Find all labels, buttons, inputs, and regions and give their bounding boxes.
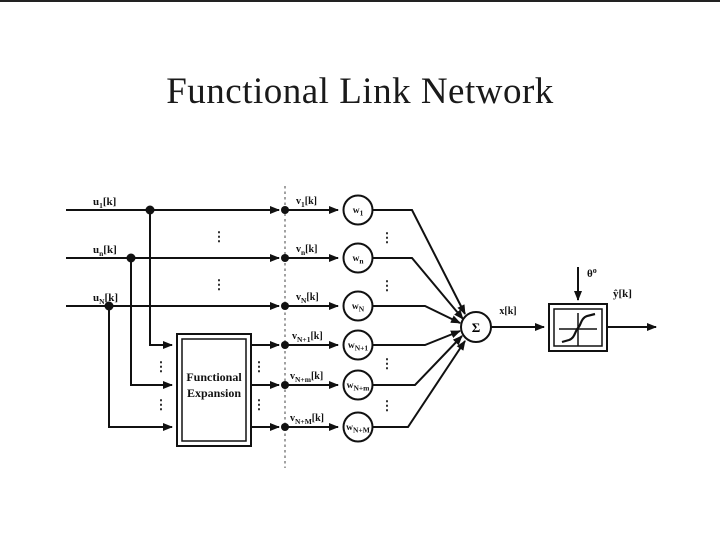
ellipsis-group: ⋮ ⋮ ⋮ ⋮ ⋮ ⋮ ⋮ ⋮ ⋮ ⋮	[155, 229, 394, 413]
weight-label-4: wN+1	[348, 341, 369, 353]
junction-dot	[145, 205, 155, 215]
weight-nodes	[342, 194, 374, 443]
summation-label: Σ	[472, 320, 481, 335]
ellipsis-dots: ⋮	[213, 229, 226, 244]
ellipsis-dots: ⋮	[381, 356, 394, 371]
weight-label-1: w1	[353, 206, 364, 218]
branch-wire-2	[130, 258, 173, 389]
signal-wires	[285, 206, 339, 431]
bias-label: θo	[587, 266, 597, 280]
ellipsis-dots: ⋮	[381, 398, 394, 413]
branch-wire-1	[149, 210, 173, 349]
functional-expansion-block: Functional Expansion	[176, 333, 252, 447]
sum-connector-3	[372, 305, 461, 324]
sum-connector-6	[372, 340, 466, 428]
input-label-2: un[k]	[93, 244, 117, 258]
junction-dot	[126, 253, 136, 263]
slide-title: Functional Link Network	[166, 71, 554, 112]
weight-label-3: wN	[352, 302, 365, 314]
signal-label-3: vN[k]	[296, 292, 319, 305]
expansion-box-label-line1: Functional	[186, 370, 242, 384]
signal-label-6: vN+M[k]	[290, 413, 324, 426]
weight-label-5: wN+m	[347, 381, 371, 393]
ellipsis-dots: ⋮	[213, 277, 226, 292]
expansion-box-inner	[181, 338, 247, 442]
output-label: ŷ[k]	[613, 288, 632, 300]
signal-label-5: vN+m[k]	[290, 371, 323, 384]
sum-connector-2	[372, 257, 464, 320]
branch-wire-3	[108, 306, 173, 431]
expansion-box-outer	[176, 333, 252, 447]
input-label-1: u1[k]	[93, 196, 116, 210]
signal-label-1: v1[k]	[296, 196, 317, 209]
ellipsis-dots: ⋮	[381, 278, 394, 293]
ellipsis-dots: ⋮	[253, 397, 266, 412]
activation-function-block	[548, 303, 608, 352]
sum-connector-4	[372, 330, 461, 346]
input-wires	[66, 206, 280, 310]
ellipsis-dots: ⋮	[381, 230, 394, 245]
signal-label-4: vN+1[k]	[292, 331, 323, 344]
sigmoid-curve-icon	[561, 312, 596, 344]
expansion-box-label-line2: Expansion	[187, 386, 241, 400]
sum-connector-1	[372, 209, 466, 315]
slide-top-border	[0, 0, 720, 2]
junction-dot	[104, 301, 114, 311]
sum-output-label: x[k]	[499, 306, 516, 317]
expansion-output-wires	[251, 341, 280, 431]
branch-wires	[108, 210, 173, 431]
sum-connectors	[372, 209, 466, 428]
input-label-3: uN[k]	[93, 292, 118, 306]
ellipsis-dots: ⋮	[155, 359, 168, 374]
weight-label-2: wn	[352, 254, 364, 266]
sum-connector-5	[372, 335, 463, 386]
boundary-dots	[281, 206, 289, 431]
ellipsis-dots: ⋮	[155, 397, 168, 412]
signal-label-2: vn[k]	[296, 244, 317, 257]
ellipsis-dots: ⋮	[253, 359, 266, 374]
weight-label-6: wN+M	[346, 423, 370, 435]
